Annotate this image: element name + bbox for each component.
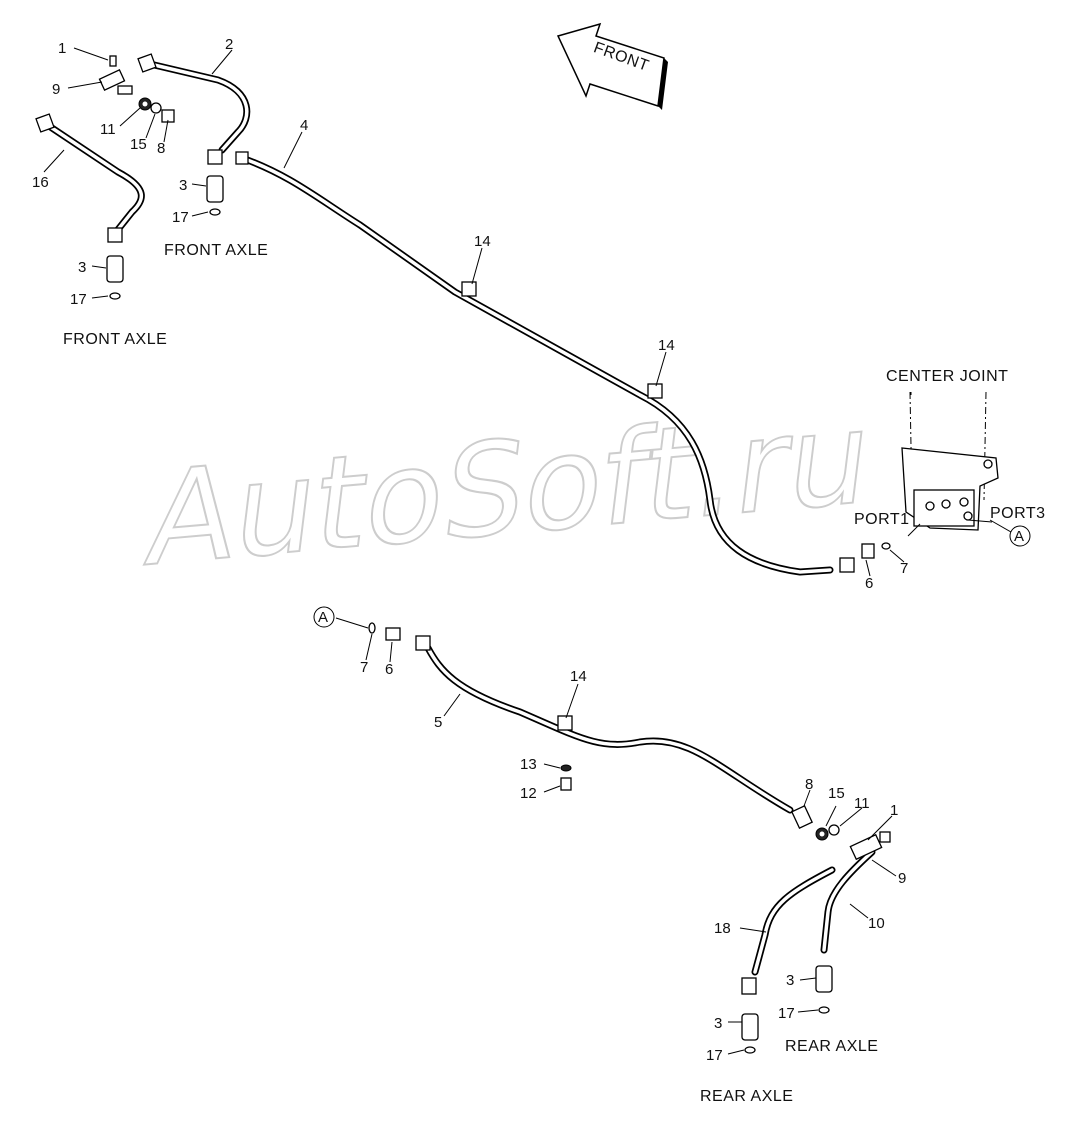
callout: 17 xyxy=(778,1005,795,1022)
center-joint xyxy=(839,391,999,573)
hose-16 xyxy=(42,120,145,236)
leader-lines xyxy=(43,47,1019,1055)
callout: 15 xyxy=(130,136,147,153)
callout: 8 xyxy=(805,776,813,793)
callout: 3 xyxy=(786,972,794,989)
ref-a-bottom-label: A xyxy=(318,609,328,626)
hose-2 xyxy=(146,60,251,154)
callout: 4 xyxy=(300,117,308,134)
callout: 5 xyxy=(434,714,442,731)
callout: 14 xyxy=(570,668,587,685)
hose-18 xyxy=(751,866,836,976)
callout: 9 xyxy=(52,81,60,98)
callout: 8 xyxy=(157,140,165,157)
front-arrow: FRONT xyxy=(556,22,668,110)
ref-a-top-label: A xyxy=(1014,528,1024,545)
callout: 17 xyxy=(70,291,87,308)
label-center-joint: CENTER JOINT xyxy=(886,368,1008,385)
label-front-axle-2: FRONT AXLE xyxy=(63,331,167,348)
callout: 11 xyxy=(854,795,870,812)
callout: 7 xyxy=(900,560,908,577)
callout: 3 xyxy=(714,1015,722,1032)
callout: 3 xyxy=(78,259,86,276)
hose-10 xyxy=(820,848,876,954)
hose-4 xyxy=(238,154,834,576)
callout: 12 xyxy=(520,785,537,802)
label-port3: PORT3 xyxy=(990,505,1046,522)
callout: 9 xyxy=(898,870,906,887)
callouts: 1 2 9 11 15 8 4 16 3 17 3 17 14 14 6 7 7… xyxy=(32,36,908,1064)
callout: 17 xyxy=(706,1047,723,1064)
rear-hose-fittings xyxy=(368,622,891,1054)
label-rear-axle-1: REAR AXLE xyxy=(785,1038,878,1055)
callout: 1 xyxy=(890,802,898,819)
callout: 7 xyxy=(360,659,368,676)
label-port1: PORT1 xyxy=(854,511,910,528)
clamps xyxy=(461,281,663,791)
ref-a-bottom: A xyxy=(313,606,335,628)
callout: 14 xyxy=(474,233,491,250)
callout: 18 xyxy=(714,920,731,937)
callout: 11 xyxy=(100,121,116,138)
callout: 2 xyxy=(225,36,233,53)
callout: 17 xyxy=(172,209,189,226)
callout: 6 xyxy=(865,575,873,592)
label-rear-axle-2: REAR AXLE xyxy=(700,1088,793,1105)
callout: 13 xyxy=(520,756,537,773)
callout: 14 xyxy=(658,337,675,354)
callout: 10 xyxy=(868,915,885,932)
label-front-axle-1: FRONT AXLE xyxy=(164,242,268,259)
callout: 3 xyxy=(179,177,187,194)
ref-a-top: A xyxy=(1009,525,1031,547)
hose-5 xyxy=(424,644,794,814)
callout: 1 xyxy=(58,40,66,57)
front-fittings xyxy=(35,53,249,300)
callout: 16 xyxy=(32,174,49,191)
callout: 6 xyxy=(385,661,393,678)
callout: 15 xyxy=(828,785,845,802)
